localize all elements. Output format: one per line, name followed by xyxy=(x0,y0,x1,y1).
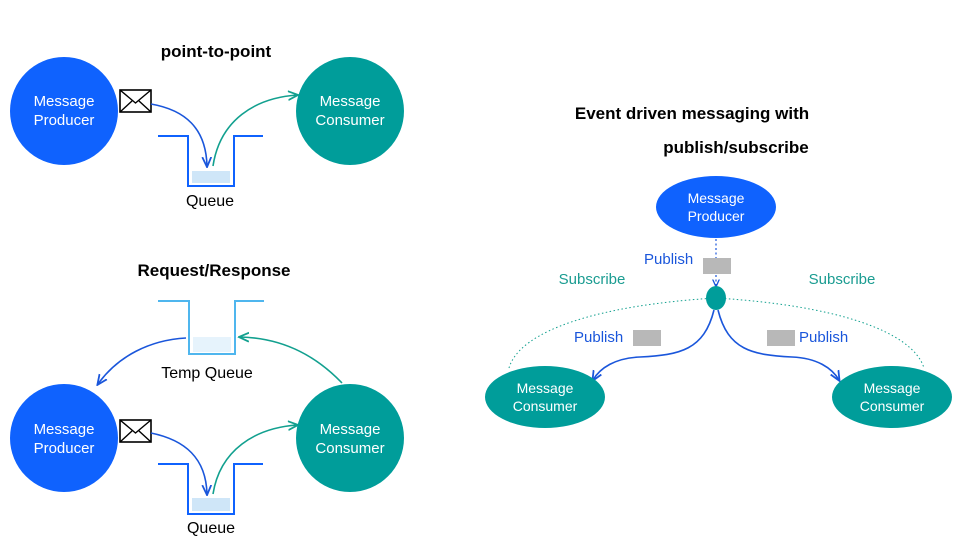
request-response-title: Request/Response xyxy=(137,261,290,280)
ptp-dequeue-arrow xyxy=(212,95,297,167)
temp-queue-label: Temp Queue xyxy=(161,365,253,382)
ptp-consumer-label-line1: Message xyxy=(320,93,381,110)
pubsub-title-line1: Event driven messaging with xyxy=(575,104,809,123)
rr-consumer: Message Consumer xyxy=(296,384,404,492)
rr-consumer-circle xyxy=(296,384,404,492)
temp-queue-message xyxy=(193,337,231,352)
publish-to-right-consumer-arrow xyxy=(717,309,839,380)
rr-producer-label-line2: Producer xyxy=(34,440,95,457)
ptp-enqueue-arrow xyxy=(150,103,207,166)
publish-label-right: Publish xyxy=(799,329,848,346)
pubsub-consumer-left-label-line2: Consumer xyxy=(513,398,578,414)
publish-to-left-consumer-arrow xyxy=(593,309,715,380)
pubsub-consumer-right-label-line1: Message xyxy=(864,380,921,396)
pubsub-consumer-right-ellipse xyxy=(832,366,952,428)
pubsub-producer-ellipse xyxy=(656,176,776,238)
pubsub-section: Event driven messaging with publish/subs… xyxy=(485,104,952,428)
ptp-queue: Queue xyxy=(158,135,263,210)
pubsub-consumer-left-ellipse xyxy=(485,366,605,428)
pubsub-title-line2: publish/subscribe xyxy=(663,138,808,157)
ptp-producer-label-line1: Message xyxy=(34,93,95,110)
rr-queue-message xyxy=(192,498,230,511)
pubsub-consumer-right-label-line2: Consumer xyxy=(860,398,925,414)
temp-queue-outline xyxy=(158,300,264,355)
ptp-consumer: Message Consumer xyxy=(296,57,404,165)
message-box-top xyxy=(703,258,731,274)
rr-consumer-label-line2: Consumer xyxy=(315,440,384,457)
pubsub-producer-label-line2: Producer xyxy=(688,208,745,224)
subscribe-dotted-arc xyxy=(508,297,925,369)
pubsub-consumer-left: Message Consumer xyxy=(485,366,605,428)
ptp-producer-label-line2: Producer xyxy=(34,112,95,129)
pubsub-producer-label-line1: Message xyxy=(688,190,745,206)
rr-queue: Queue xyxy=(158,463,263,537)
rr-producer-label-line1: Message xyxy=(34,421,95,438)
subscribe-label-left: Subscribe xyxy=(559,271,626,288)
rr-producer-circle xyxy=(10,384,118,492)
message-box-right xyxy=(767,330,795,346)
request-response-section: Request/Response Temp Queue Message Prod… xyxy=(10,261,404,537)
envelope-icon xyxy=(119,419,152,443)
pubsub-producer: Message Producer xyxy=(656,176,776,238)
message-box-left xyxy=(633,330,661,346)
pubsub-consumer-left-label-line1: Message xyxy=(517,380,574,396)
response-to-temp-queue-arrow xyxy=(240,337,343,384)
ptp-queue-outline xyxy=(158,135,263,187)
rr-queue-label: Queue xyxy=(187,520,235,537)
ptp-consumer-circle xyxy=(296,57,404,165)
point-to-point-section: point-to-point Message Producer Queue Me… xyxy=(10,42,404,210)
pubsub-consumer-right: Message Consumer xyxy=(832,366,952,428)
rr-enqueue-arrow xyxy=(150,432,207,494)
ptp-queue-message xyxy=(192,171,230,183)
rr-consumer-label-line1: Message xyxy=(320,421,381,438)
ptp-producer-circle xyxy=(10,57,118,165)
subscribe-label-right: Subscribe xyxy=(809,271,876,288)
publish-label-top: Publish xyxy=(644,251,693,268)
rr-dequeue-arrow xyxy=(212,425,297,495)
temp-queue: Temp Queue xyxy=(158,300,264,382)
ptp-producer: Message Producer xyxy=(10,57,118,165)
rr-queue-outline xyxy=(158,463,263,515)
publish-label-left: Publish xyxy=(574,329,623,346)
temp-queue-to-producer-arrow xyxy=(98,337,187,384)
envelope-icon xyxy=(119,89,152,113)
point-to-point-title: point-to-point xyxy=(161,42,272,61)
rr-producer: Message Producer xyxy=(10,384,118,492)
ptp-queue-label: Queue xyxy=(186,193,234,210)
ptp-consumer-label-line2: Consumer xyxy=(315,112,384,129)
topic-node xyxy=(706,286,726,310)
